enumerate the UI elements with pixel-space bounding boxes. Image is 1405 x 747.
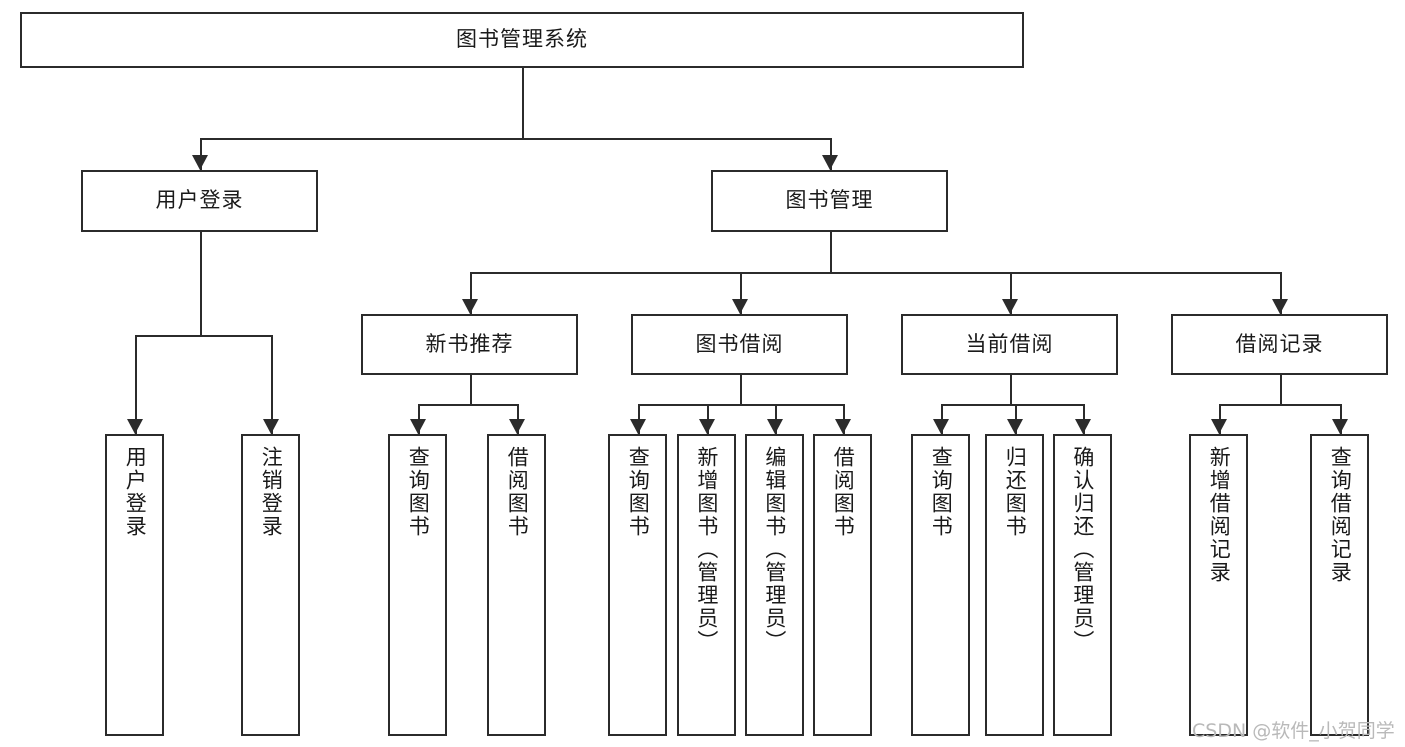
connector-vertical — [1009, 375, 1012, 404]
node-borrow-record[interactable]: 借阅记录 — [1171, 314, 1388, 375]
connector-vertical — [739, 375, 742, 404]
node-leaf-br-add-record[interactable]: 新增借阅记录 — [1189, 434, 1248, 736]
node-leaf-bb-query-book[interactable]: 查询图书 — [608, 434, 667, 736]
connector-horizontal — [469, 272, 1280, 274]
node-label: 新书推荐 — [425, 331, 514, 356]
connector-vertical — [1279, 272, 1282, 314]
node-leaf-rec-query-book[interactable]: 查询图书 — [388, 434, 447, 736]
node-label: 查询图书 — [929, 446, 954, 538]
connector-horizontal — [1218, 404, 1340, 406]
node-label: 借阅图书 — [831, 446, 856, 538]
node-label: 查询图书 — [406, 446, 431, 538]
node-label: 用户登录 — [123, 446, 148, 538]
connector-arrowhead — [698, 419, 715, 434]
connector-horizontal — [134, 335, 271, 337]
connector-vertical — [469, 272, 472, 314]
node-book-manage[interactable]: 图书管理 — [711, 170, 948, 232]
connector-arrowhead — [834, 419, 851, 434]
node-leaf-cb-confirm-return[interactable]: 确认归还（管理员） — [1053, 434, 1112, 736]
connector-vertical — [469, 375, 472, 404]
connector-arrowhead — [629, 419, 646, 434]
node-label: 新增借阅记录 — [1207, 446, 1232, 584]
connector-arrowhead — [1271, 299, 1288, 314]
connector-arrowhead — [1001, 299, 1018, 314]
connector-arrowhead — [262, 419, 279, 434]
connector-arrowhead — [191, 155, 208, 170]
node-leaf-user-logout[interactable]: 注销登录 — [241, 434, 300, 736]
node-new-book-recommend[interactable]: 新书推荐 — [361, 314, 578, 375]
connector-arrowhead — [932, 419, 949, 434]
node-leaf-cb-return-book[interactable]: 归还图书 — [985, 434, 1044, 736]
connector-arrowhead — [409, 419, 426, 434]
node-current-borrow[interactable]: 当前借阅 — [901, 314, 1118, 375]
connector-vertical — [199, 232, 202, 335]
connector-arrowhead — [1331, 419, 1348, 434]
connector-vertical — [1009, 272, 1012, 314]
connector-vertical — [829, 232, 832, 272]
node-user-login[interactable]: 用户登录 — [81, 170, 318, 232]
node-label: 编辑图书（管理员） — [762, 446, 787, 653]
connector-arrowhead — [731, 299, 748, 314]
connector-arrowhead — [1006, 419, 1023, 434]
node-leaf-br-query-record[interactable]: 查询借阅记录 — [1310, 434, 1369, 736]
node-label: 新增图书（管理员） — [694, 446, 719, 653]
connector-vertical — [829, 138, 832, 170]
connector-vertical — [199, 138, 202, 170]
node-label: 确认归还（管理员） — [1070, 446, 1095, 653]
connector-horizontal — [417, 404, 517, 406]
connector-arrowhead — [1074, 419, 1091, 434]
node-label: 借阅记录 — [1235, 331, 1324, 356]
node-label: 借阅图书 — [505, 446, 530, 538]
connector-vertical — [739, 272, 742, 314]
connector-arrowhead — [508, 419, 525, 434]
node-label: 图书管理系统 — [456, 27, 588, 52]
node-label: 归还图书 — [1003, 446, 1028, 538]
connector-horizontal — [199, 138, 830, 140]
connector-arrowhead — [821, 155, 838, 170]
connector-horizontal — [637, 404, 843, 406]
node-leaf-bb-add-book[interactable]: 新增图书（管理员） — [677, 434, 736, 736]
node-label: 图书管理 — [785, 188, 874, 213]
node-leaf-bb-edit-book[interactable]: 编辑图书（管理员） — [745, 434, 804, 736]
node-label: 用户登录 — [155, 188, 244, 213]
node-label: 注销登录 — [259, 446, 284, 538]
connector-arrowhead — [1210, 419, 1227, 434]
node-leaf-bb-borrow-book[interactable]: 借阅图书 — [813, 434, 872, 736]
node-leaf-rec-borrow-book[interactable]: 借阅图书 — [487, 434, 546, 736]
connector-arrowhead — [461, 299, 478, 314]
node-label: 查询借阅记录 — [1328, 446, 1353, 584]
node-leaf-user-login[interactable]: 用户登录 — [105, 434, 164, 736]
connector-vertical — [270, 335, 273, 434]
connector-vertical — [134, 335, 137, 434]
connector-vertical — [1279, 375, 1282, 404]
connector-arrowhead — [766, 419, 783, 434]
connector-arrowhead — [126, 419, 143, 434]
node-label: 图书借阅 — [695, 331, 784, 356]
node-label: 查询图书 — [626, 446, 651, 538]
connector-horizontal — [940, 404, 1083, 406]
node-book-borrow[interactable]: 图书借阅 — [631, 314, 848, 375]
node-label: 当前借阅 — [965, 331, 1054, 356]
connector-vertical — [522, 68, 524, 138]
node-leaf-cb-query-book[interactable]: 查询图书 — [911, 434, 970, 736]
node-root-system[interactable]: 图书管理系统 — [20, 12, 1024, 68]
